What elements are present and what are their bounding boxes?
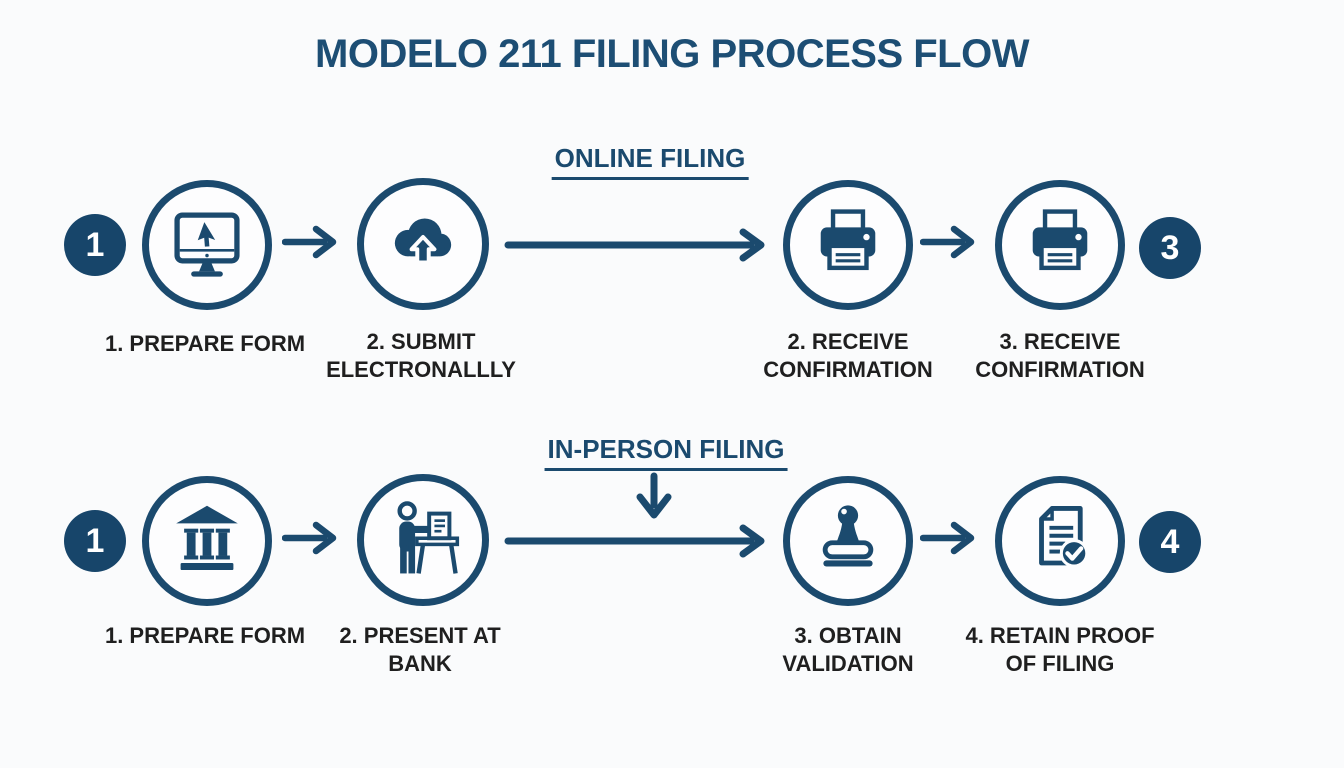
in-person-filing-heading: IN-PERSON FILING — [544, 434, 788, 471]
step-label: 3. RECEIVE CONFIRMATION — [975, 328, 1144, 384]
online-filing-heading: ONLINE FILING — [551, 143, 749, 180]
step-label-line: 2. RECEIVE — [787, 329, 909, 354]
in-person-step-present-node — [357, 474, 489, 606]
step-label-line: ELECTRONALLLY — [326, 357, 516, 382]
step-label-line: CONFIRMATION — [975, 357, 1145, 382]
in-person-step-prepare-node — [142, 476, 272, 606]
rubber-stamp-icon — [822, 505, 874, 567]
in-person-step-validate-node — [783, 476, 913, 606]
in-person-end-badge: 4 — [1139, 511, 1201, 573]
long-arrow-right-icon — [504, 228, 765, 262]
step-label-line: 1. PREPARE FORM — [104, 331, 306, 356]
step-label-line: 2. SUBMIT — [366, 329, 476, 354]
arrow-right-icon — [920, 521, 975, 555]
online-step-submit-node — [357, 178, 489, 310]
step-label-line: 1. PREPARE FORM — [104, 623, 306, 648]
online-start-badge: 1 — [64, 214, 126, 276]
step-label-line: 4. RETAIN PROOF — [965, 623, 1155, 648]
arrow-right-icon — [282, 521, 337, 555]
step-label: 4. RETAIN PROOF OF FILING — [965, 622, 1154, 678]
step-label: 2. PRESENT AT BANK — [339, 622, 500, 678]
step-label-line: OF FILING — [1005, 651, 1115, 676]
arrow-right-icon — [920, 225, 975, 259]
online-end-badge: 3 — [1139, 217, 1201, 279]
page-title: MODELO 211 FILING PROCESS FLOW — [315, 32, 1029, 76]
bank-icon — [176, 505, 238, 571]
person-at-desk-icon — [397, 501, 460, 574]
cloud-upload-icon — [394, 218, 452, 265]
step-label-line: 3. OBTAIN — [794, 623, 902, 648]
online-step-receive2-node — [995, 180, 1125, 310]
in-person-step-proof-node — [995, 476, 1125, 606]
step-label-line: VALIDATION — [782, 651, 914, 676]
printer-icon — [820, 209, 876, 271]
arrow-down-icon — [636, 472, 672, 519]
step-label-line: 2. PRESENT AT — [339, 623, 501, 648]
step-label: 1. PREPARE FORM — [105, 330, 305, 358]
step-label-line: CONFIRMATION — [763, 357, 933, 382]
in-person-start-badge: 1 — [64, 510, 126, 572]
arrow-right-icon — [282, 225, 337, 259]
step-label: 2. SUBMIT ELECTRONALLLY — [326, 328, 516, 384]
step-label: 3. OBTAIN VALIDATION — [782, 622, 913, 678]
monitor-cursor-icon — [174, 212, 240, 277]
online-step-receive1-node — [783, 180, 913, 310]
step-label: 1. PREPARE FORM — [105, 622, 305, 650]
document-check-icon — [1039, 506, 1089, 568]
step-label-line: BANK — [388, 651, 452, 676]
step-label: 2. RECEIVE CONFIRMATION — [763, 328, 932, 384]
step-label-line: 3. RECEIVE — [999, 329, 1121, 354]
printer-icon — [1032, 209, 1088, 271]
long-arrow-right-icon — [504, 524, 765, 558]
online-step-prepare-node — [142, 180, 272, 310]
